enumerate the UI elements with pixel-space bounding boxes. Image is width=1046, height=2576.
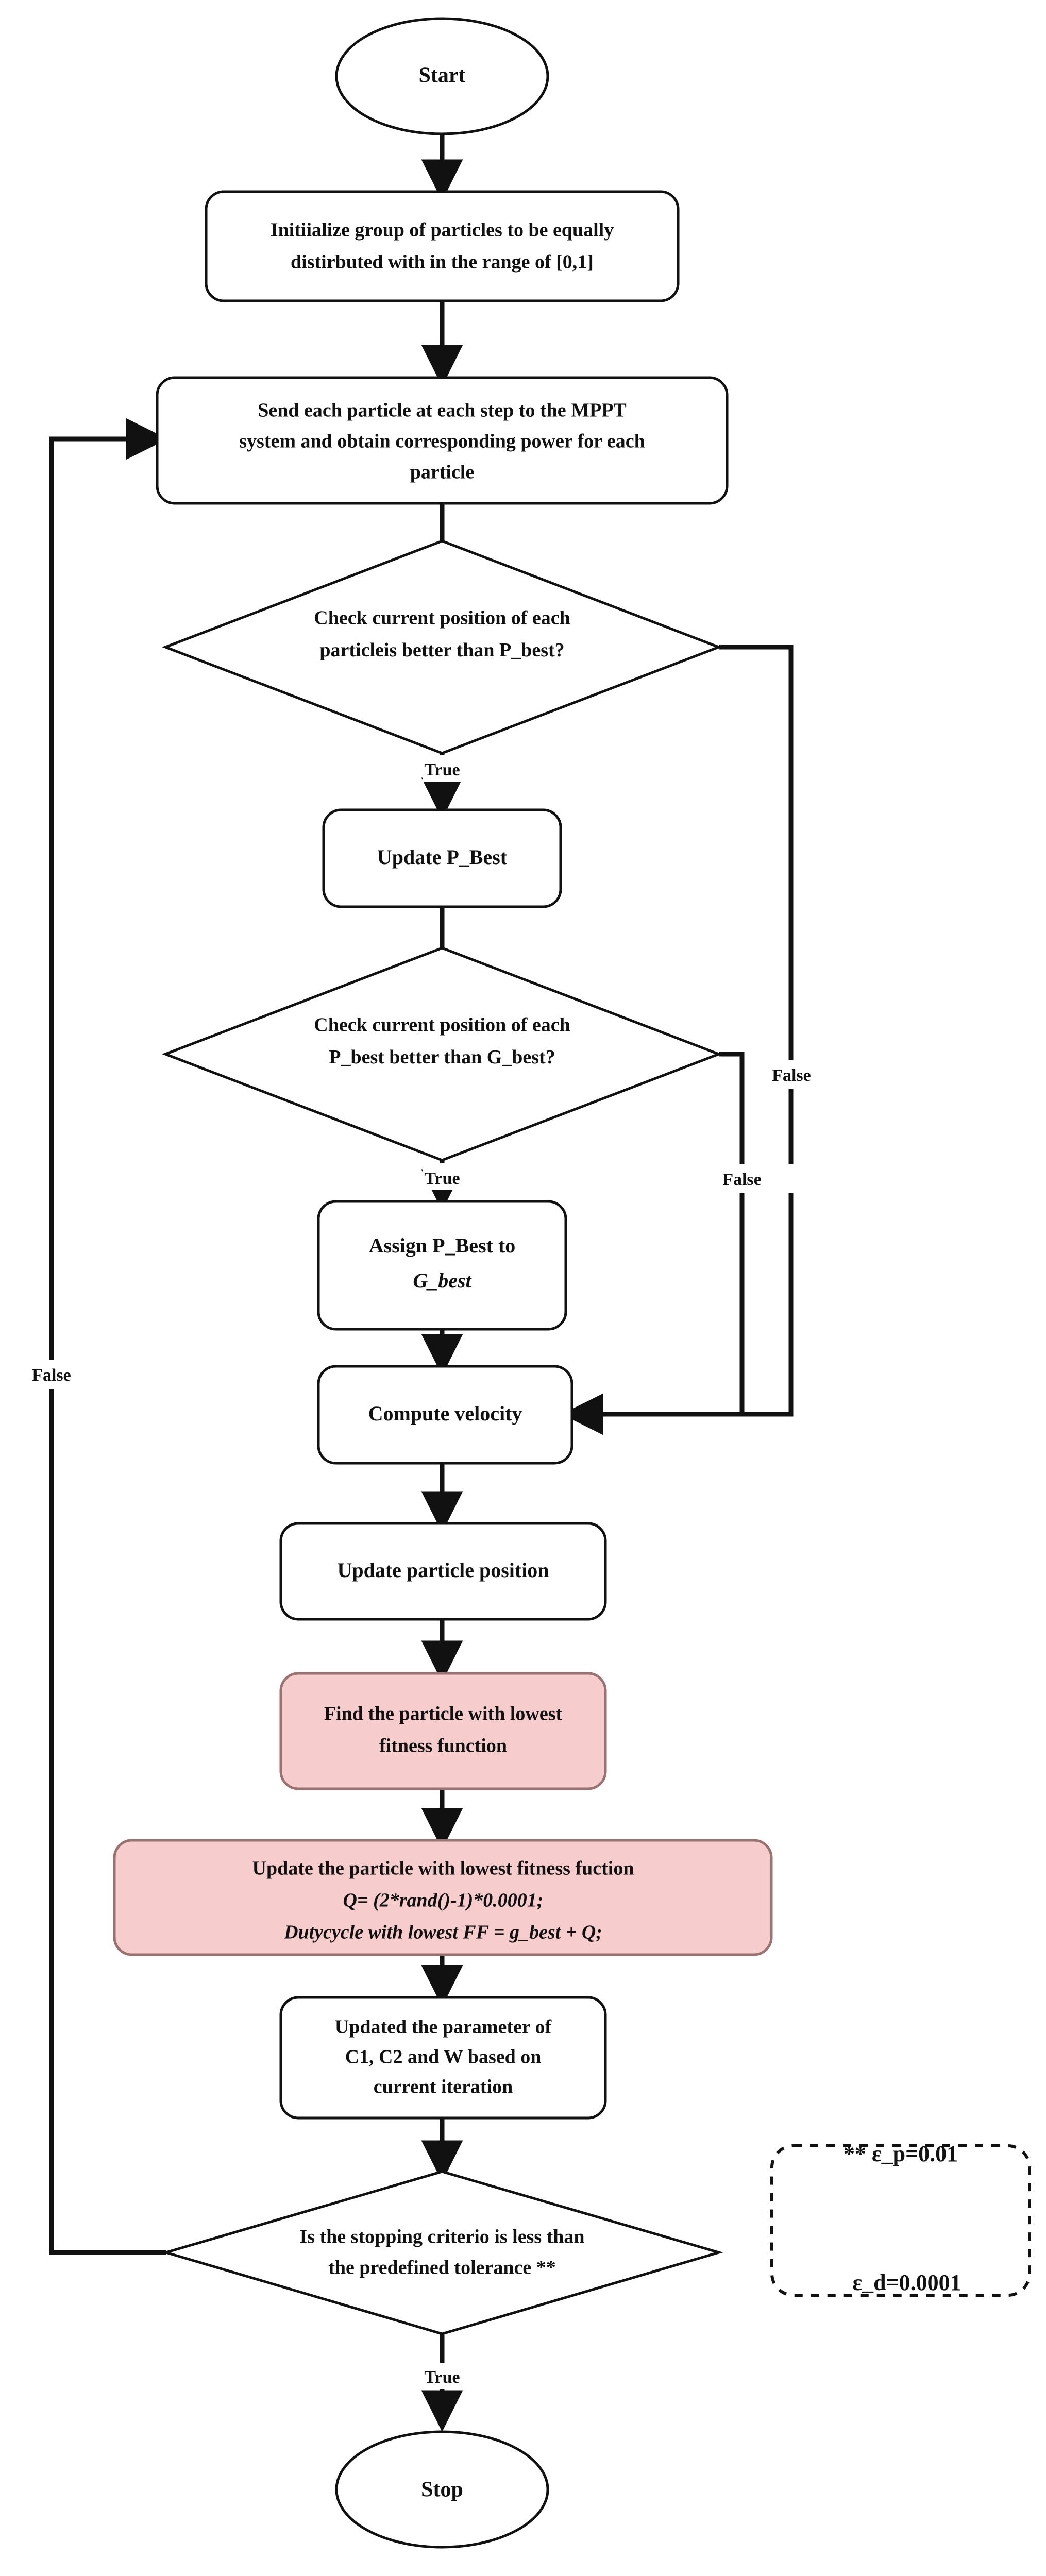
node-check-pbest[interactable]: Check current position of each particlei… (162, 539, 722, 755)
update-params-line2: C1, C2 and W based on (345, 2046, 542, 2068)
node-compute-velocity[interactable]: Compute velocity (317, 1365, 573, 1465)
update-pbest-plain: Update (377, 845, 446, 869)
label-knockout-true-gbest (423, 1163, 469, 1190)
update-pbest-box (322, 808, 562, 908)
edge-label-false-gbest-top: False (722, 1170, 762, 1189)
node-send-particle[interactable]: Send each particle at each step to the M… (156, 376, 729, 505)
node-note[interactable]: ** ε_p=0.01 ε_d=0.0001 (770, 2141, 1031, 2297)
check-pbest-line2-italic: P_best (499, 639, 555, 661)
edge-label-false-loopback-top: False (32, 1366, 71, 1385)
check-pbest-diamond (162, 539, 722, 755)
node-find-lowest-ff[interactable]: Find the particle with lowest fitness fu… (279, 1672, 607, 1790)
find-lowest-ff-line2: fitness function (379, 1735, 507, 1757)
stop-ellipse (335, 2430, 549, 2549)
check-gbest-italic-b: best (512, 1046, 546, 1068)
node-assign-gbest[interactable]: Assign P_Best to G_best (317, 1200, 567, 1331)
check-pbest-line2: particleis better than P_best? (319, 639, 564, 661)
stopping-criterion-diamond (161, 2170, 723, 2335)
assign-gbest-line2: G_best (413, 1269, 472, 1292)
find-lowest-ff-box (279, 1672, 607, 1790)
node-initialize[interactable]: Initiialize group of particles to be equ… (205, 190, 680, 302)
update-lowest-ff-line3: Dutycycle with lowest FF = g_best + Q; (283, 1922, 602, 1943)
edge-stopping-false-loopback (49, 418, 168, 2255)
note-line2: ε_d=0.0001 (852, 2270, 961, 2295)
node-update-lowest-ff[interactable]: Update the particle with lowest fitness … (113, 1839, 773, 1956)
initialize-line1: Initiialize group of particles to be equ… (271, 219, 614, 241)
check-pbest-line2-plain: particleis better than (319, 639, 499, 661)
initialize-line2: distirbuted with in the range of [0,1] (291, 251, 594, 273)
compute-velocity-box (317, 1365, 573, 1465)
check-gbest-diamond (162, 946, 722, 1162)
send-particle-box (156, 376, 729, 505)
initialize-box (205, 190, 680, 302)
check-gbest-line2: P_best better than G_best? (329, 1046, 555, 1068)
update-params-box (279, 1996, 607, 2120)
start-label: Start (419, 64, 466, 88)
node-check-gbest[interactable]: Check current position of each P_best be… (162, 946, 722, 1162)
label-knockout-false-gbest (739, 1164, 800, 1193)
check-pbest-line1: Check current position of each (314, 607, 570, 629)
find-lowest-ff-line1: Find the particle with lowest (324, 1703, 563, 1725)
stopping-criterion-line2: the predefined tolerance ** (328, 2257, 556, 2279)
label-knockout-true-pbest (423, 755, 469, 782)
label-knockout-false-pbest (788, 1060, 849, 1089)
update-pbest-label: Update P_Best (377, 845, 508, 869)
note-dashed-box (770, 2144, 1031, 2297)
node-start[interactable]: Start (335, 17, 549, 135)
label-knockout-false-loopback (22, 1360, 85, 1389)
update-lowest-ff-line1: Update the particle with lowest fitness … (252, 1858, 634, 1879)
assign-gbest-plain: Assign (369, 1234, 432, 1257)
update-pbest-italic: P_Best (446, 845, 507, 869)
edge-label-true-gbest-top: True (424, 1169, 460, 1188)
assign-gbest-line1: Assign P_Best to (369, 1234, 515, 1257)
edge-label-true-pbest-top: True (424, 760, 460, 779)
stopping-criterion-line1: Is the stopping criterio is less than (299, 2226, 584, 2248)
check-gbest-italic-a: P_best (329, 1046, 384, 1068)
assign-gbest-box (317, 1200, 567, 1331)
send-particle-line3: particle (410, 462, 475, 483)
update-position-box (279, 1522, 607, 1621)
node-update-params[interactable]: Updated the parameter of C1, C2 and W ba… (279, 1996, 607, 2120)
edge-label-true-stop-top: True (424, 2368, 460, 2387)
assign-gbest-italic: P_Best (432, 1234, 493, 1257)
update-params-line1: Updated the parameter of (335, 2016, 552, 2038)
check-gbest-line1: Check current position of each (314, 1014, 570, 1036)
update-lowest-ff-line2: Q= (2*rand()-1)*0.0001; (343, 1890, 544, 1911)
edge-label-false-pbest-top: False (772, 1066, 811, 1085)
stop-label: Stop (421, 2478, 463, 2502)
compute-velocity-label: Compute velocity (368, 1402, 522, 1425)
label-knockout-true-stop (423, 2363, 469, 2389)
node-stop[interactable]: Stop (335, 2430, 549, 2549)
check-pbest-line2-tail: ? (555, 639, 565, 661)
update-position-label: Update particle position (337, 1558, 549, 1582)
check-gbest-plain-a: better than G_ (384, 1046, 512, 1068)
send-particle-line1: Send each particle at each step to the M… (258, 400, 627, 421)
start-ellipse (335, 17, 549, 135)
node-stopping-criterion[interactable]: Is the stopping criterio is less than th… (161, 2170, 723, 2335)
update-params-line3: current iteration (374, 2076, 513, 2098)
node-update-pbest[interactable]: Update P_Best (322, 808, 562, 908)
edge-check-gbest-false (572, 1052, 745, 1417)
update-lowest-ff-box (113, 1839, 773, 1956)
check-gbest-tail: ? (546, 1046, 555, 1068)
note-line1: ** ε_p=0.01 (843, 2141, 958, 2166)
node-update-position[interactable]: Update particle position (279, 1522, 607, 1621)
send-particle-line2: system and obtain corresponding power fo… (239, 431, 645, 452)
assign-gbest-tail: to (493, 1234, 515, 1257)
